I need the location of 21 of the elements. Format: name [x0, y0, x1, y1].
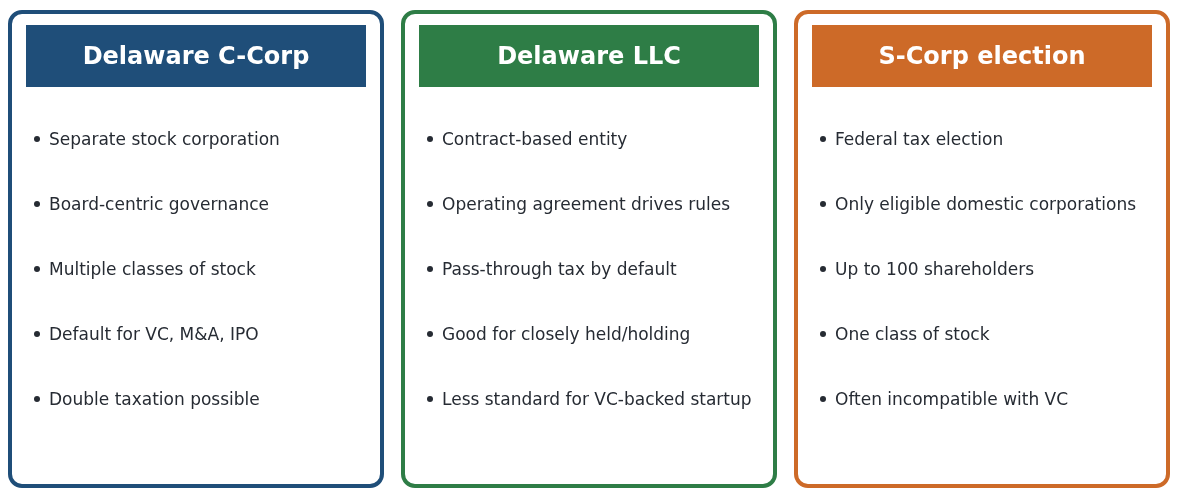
bullet-text: Operating agreement drives rules: [442, 194, 731, 214]
bullet-text: Federal tax election: [835, 129, 1004, 149]
card-panel: [401, 10, 777, 488]
bullet-text: Multiple classes of stock: [49, 259, 256, 279]
card-panel: [8, 10, 384, 488]
bullet-text: One class of stock: [835, 324, 990, 344]
bullet-text: Less standard for VC-backed startup: [442, 389, 752, 409]
bullet-text: Up to 100 shareholders: [835, 259, 1035, 279]
bullet-text: Only eligible domestic corporations: [835, 194, 1137, 214]
header-band: S-Corp election: [812, 25, 1152, 87]
bullet-text: Separate stock corporation: [49, 129, 280, 149]
bullet-text: Pass-through tax by default: [442, 259, 677, 279]
bullet-text: Board-centric governance: [49, 194, 269, 214]
bullet-text: Good for closely held/holding: [442, 324, 691, 344]
bullet-text: Default for VC, M&A, IPO: [49, 324, 259, 344]
card-panel: [794, 10, 1170, 488]
bullet-text: Often incompatible with VC: [835, 389, 1069, 409]
header-band: Delaware C-Corp: [26, 25, 366, 87]
bullet-text: Double taxation possible: [49, 389, 260, 409]
bullet-text: Contract-based entity: [442, 129, 628, 149]
header-band: Delaware LLC: [419, 25, 759, 87]
